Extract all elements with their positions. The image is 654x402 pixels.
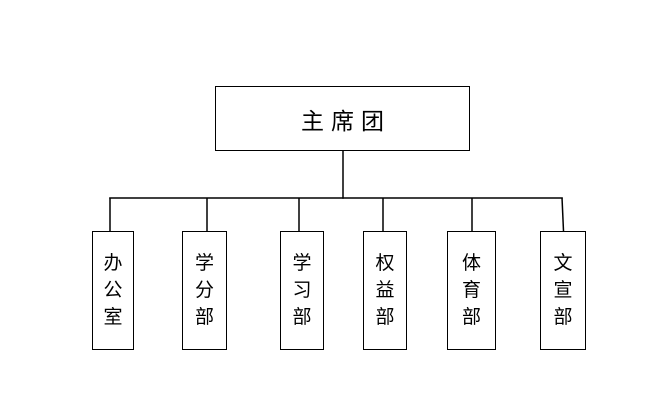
child-node-box-publicity: 文宣部: [540, 231, 586, 350]
child-node-label: 学习部: [292, 253, 312, 328]
root-node-box: 主席团: [215, 86, 470, 151]
child-node-label: 体育部: [462, 253, 482, 328]
child-node-label: 学分部: [195, 253, 215, 328]
child-node-box-credits: 学分部: [182, 231, 227, 350]
child-node-box-office: 办公室: [92, 231, 134, 350]
child-node-label: 文宣部: [553, 253, 573, 328]
root-node-label: 主席团: [301, 108, 391, 134]
child-node-box-study: 学习部: [280, 231, 324, 350]
connector-drop-6: [561, 197, 565, 232]
child-node-box-rights: 权益部: [363, 231, 407, 350]
child-node-label: 办公室: [103, 253, 123, 328]
child-node-label: 权益部: [375, 253, 395, 328]
child-node-box-sports: 体育部: [447, 231, 496, 350]
